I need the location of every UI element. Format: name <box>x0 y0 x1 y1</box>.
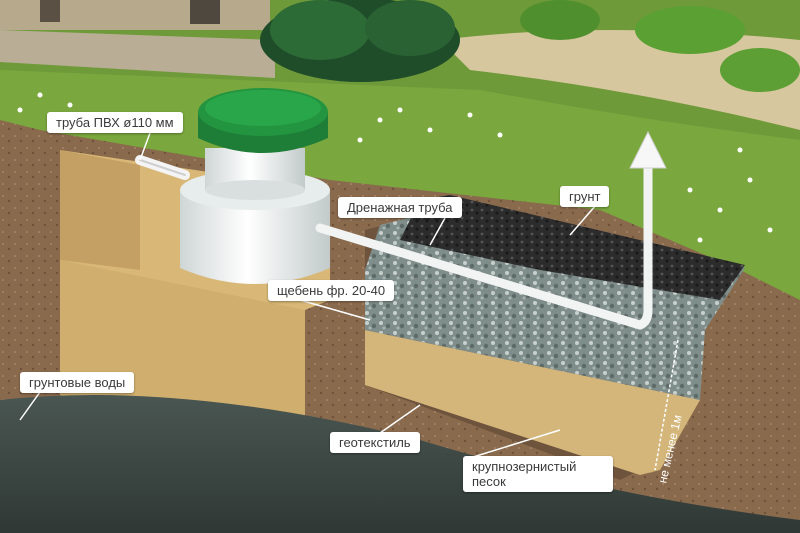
groundwater-zone <box>0 395 800 533</box>
label-coarse-sand-line2: песок <box>472 474 506 489</box>
label-soil: грунт <box>560 186 610 207</box>
leader-lines <box>19 132 597 459</box>
label-pvc-pipe: труба ПВХ ø110 мм <box>47 112 183 133</box>
septic-tank <box>180 88 330 284</box>
topsoil-layer <box>400 195 745 300</box>
stone-wall <box>0 30 275 78</box>
coarse-sand-layer <box>365 330 700 475</box>
depth-marker <box>654 339 679 471</box>
label-groundwater: грунтовые воды <box>20 372 135 393</box>
daisy-flowers <box>17 92 773 243</box>
vent-riser <box>635 160 653 330</box>
gravel-layer <box>365 270 705 400</box>
drainage-pipe <box>315 223 645 330</box>
tree-leaves <box>520 0 600 40</box>
label-geotextile: геотекстиль <box>330 432 420 453</box>
label-coarse-sand: крупнозернистый песок <box>463 456 613 492</box>
garden-path <box>440 30 800 130</box>
label-gravel: щебень фр. 20-40 <box>268 280 395 301</box>
label-coarse-sand-line1: крупнозернистый <box>472 459 577 474</box>
label-drain-pipe: Дренажная труба <box>338 197 462 218</box>
vent-cap-icon <box>629 130 667 169</box>
